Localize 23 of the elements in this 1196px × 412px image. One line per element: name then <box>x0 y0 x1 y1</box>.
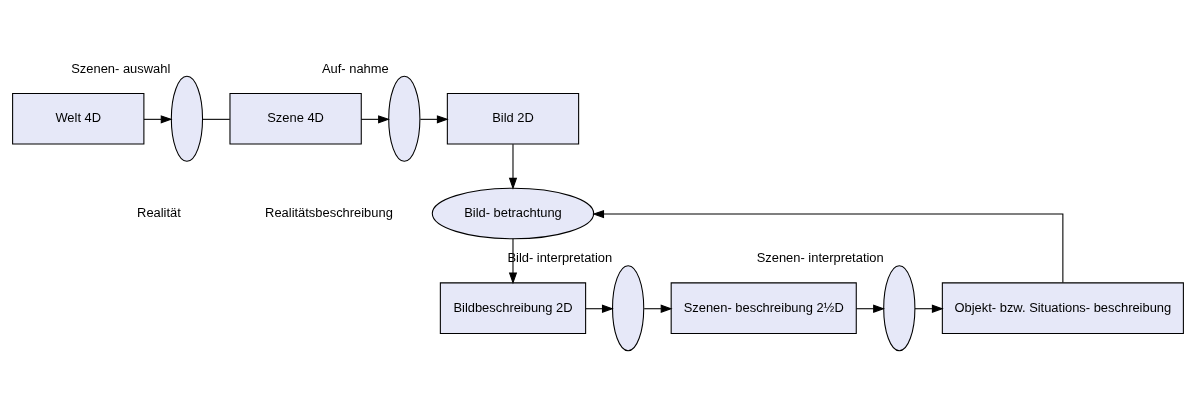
node-ellipse <box>612 264 645 351</box>
arrow <box>419 114 449 123</box>
node-box: Objekt- bzw. Situations- beschreibung <box>941 281 1184 334</box>
arrow <box>643 304 673 313</box>
connector <box>202 118 231 120</box>
node-ellipse <box>388 75 421 162</box>
arrow <box>508 237 518 284</box>
node-box: Bildbeschreibung 2D <box>439 281 587 334</box>
node-ellipse: Bild- betrachtung <box>431 187 595 239</box>
label: Realitätsbeschreibung <box>265 204 393 220</box>
arrow <box>592 209 1064 283</box>
node-ellipse <box>883 264 916 351</box>
node-box: Bild 2D <box>446 92 580 145</box>
node-ellipse <box>170 75 204 162</box>
node-label: Szenen- interpretation <box>756 249 884 265</box>
arrow <box>508 143 518 190</box>
node-box: Welt 4D <box>12 92 145 145</box>
node-label: Szenen- auswahl <box>71 60 171 76</box>
node-box: Szene 4D <box>229 92 362 145</box>
node-label: Bild- interpretation <box>507 249 613 265</box>
label: Realität <box>137 204 181 220</box>
node-box: Szenen- beschreibung 2½D <box>670 281 857 334</box>
node-label: Auf- nahme <box>321 60 389 76</box>
